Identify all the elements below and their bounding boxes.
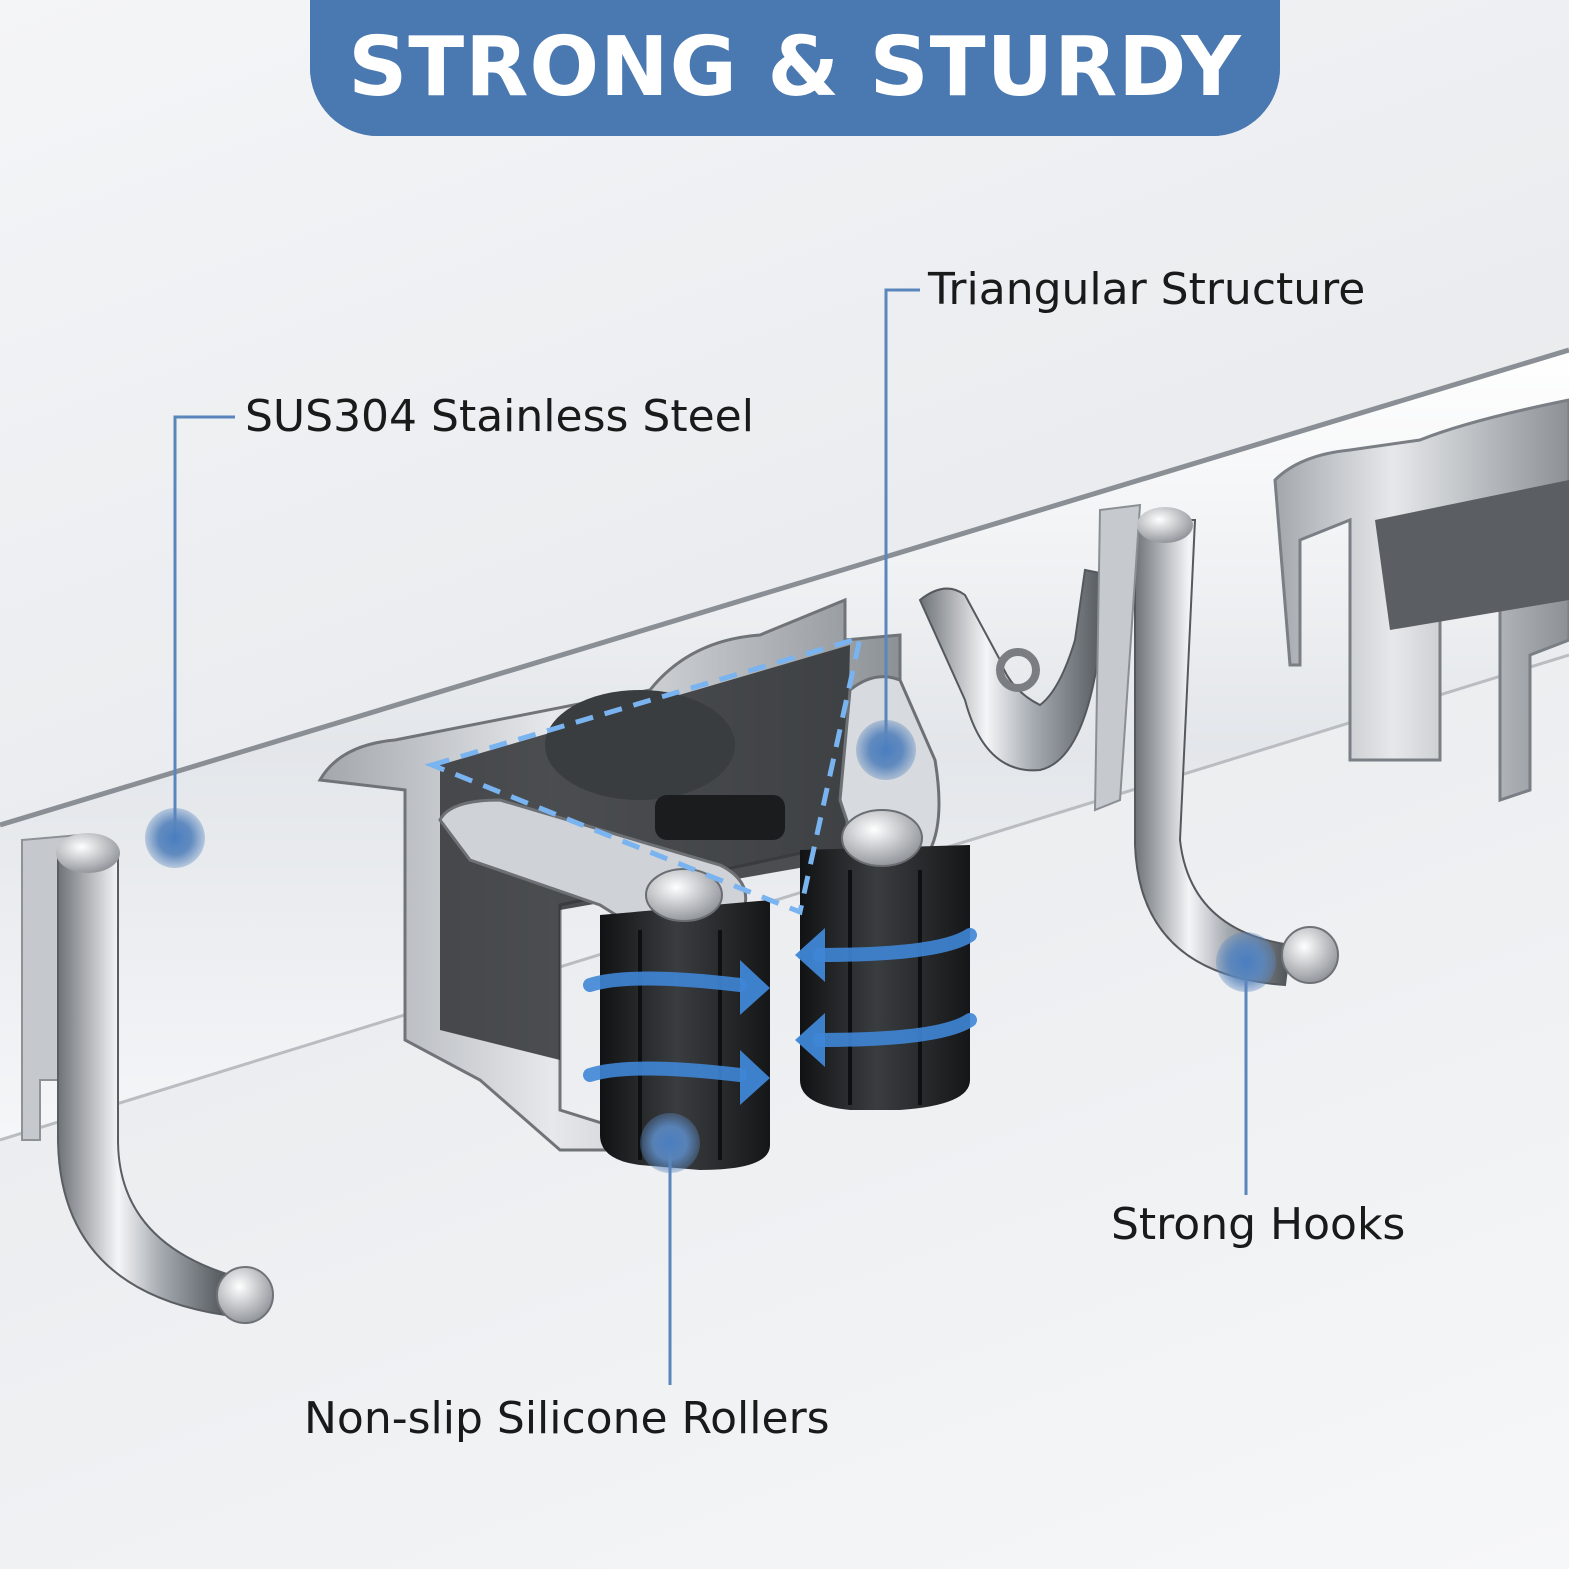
right-hook xyxy=(1093,503,1339,987)
left-hook xyxy=(21,833,274,1324)
title-banner: STRONG & STURDY xyxy=(310,0,1280,136)
triangle-outline xyxy=(424,634,864,916)
callout-marker-icon xyxy=(145,720,1276,1173)
rotation-arrow-icon xyxy=(583,928,977,1082)
middle-hook xyxy=(918,568,1112,772)
callout-hooks: Strong Hooks xyxy=(1111,1199,1406,1250)
callout-rollers: Non-slip Silicone Rollers xyxy=(304,1393,830,1444)
callout-triangle: Triangular Structure xyxy=(928,264,1366,315)
arrow-heads xyxy=(740,928,825,1105)
banner-title: STRONG & STURDY xyxy=(348,20,1242,115)
leader-lines xyxy=(173,288,1248,1385)
title-banner-pill xyxy=(310,0,1280,136)
right-clip xyxy=(1273,398,1569,803)
callout-steel: SUS304 Stainless Steel xyxy=(245,391,754,442)
